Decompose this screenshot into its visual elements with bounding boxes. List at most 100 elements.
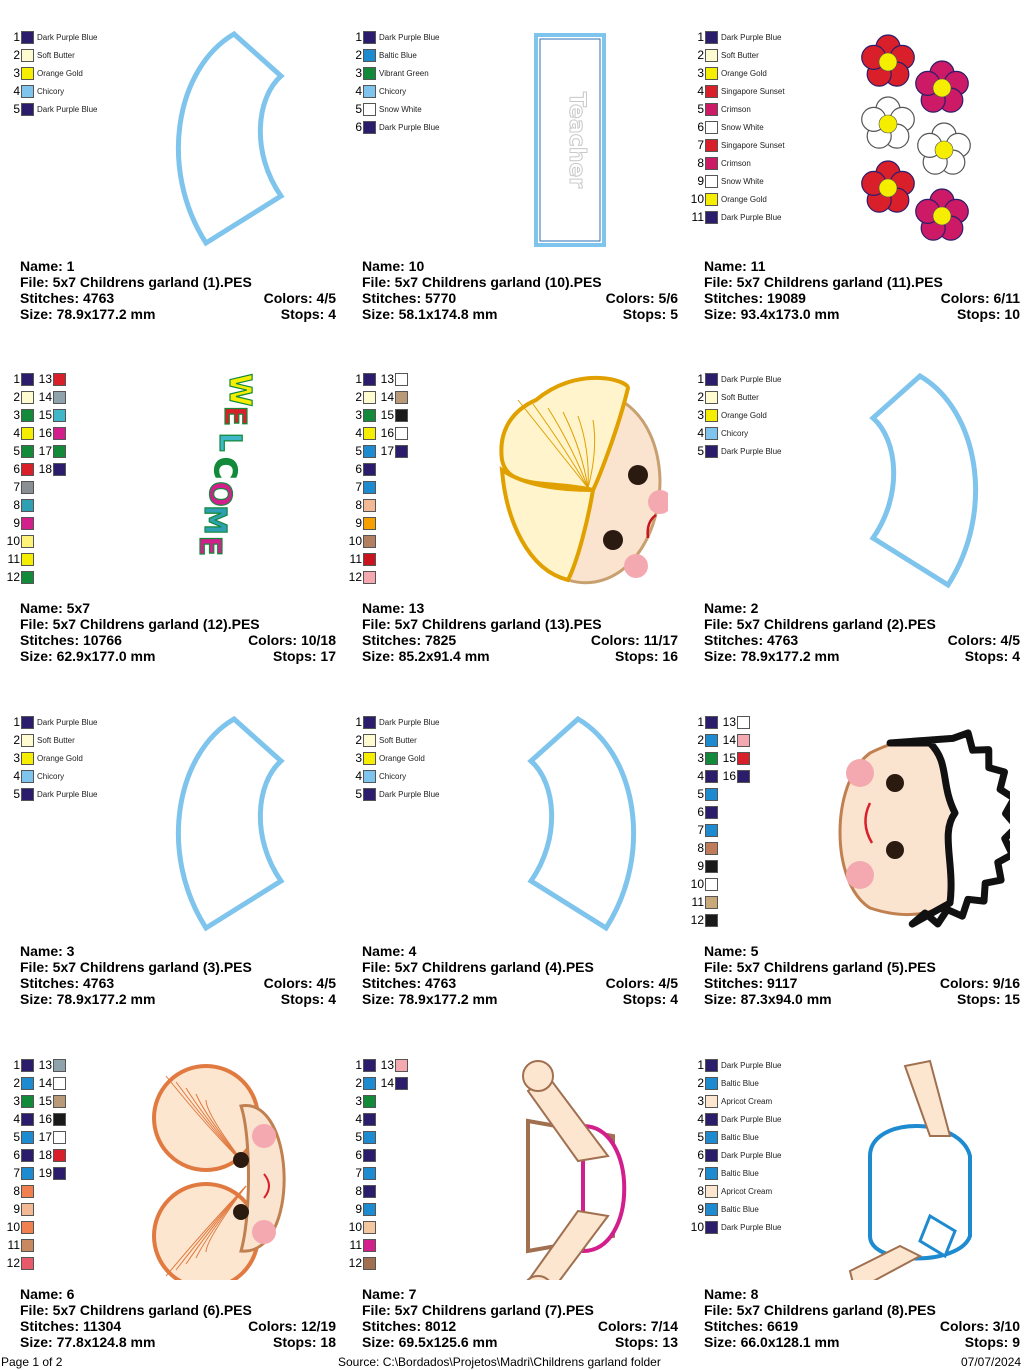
- stitch-count: Stitches: 4763: [362, 975, 457, 991]
- legend-row: 12: [6, 568, 146, 586]
- thread-swatch: [705, 1058, 718, 1072]
- design-preview: [175, 715, 285, 932]
- thread-swatch: [21, 1256, 34, 1270]
- legend-row: 7: [690, 821, 830, 839]
- legend-number: 7: [697, 1166, 704, 1180]
- legend-number: 12: [6, 1256, 20, 1270]
- thread-swatch: [705, 769, 718, 783]
- legend-number: 15: [380, 408, 394, 422]
- thread-name: Dark Purple Blue: [721, 32, 782, 42]
- thread-name: Baltic Blue: [721, 1132, 759, 1142]
- thread-name: Dark Purple Blue: [37, 717, 98, 727]
- legend-row: 11: [6, 550, 146, 568]
- thread-swatch: [705, 1094, 718, 1108]
- thread-swatch: [737, 751, 750, 765]
- legend-number: 3: [355, 1094, 362, 1108]
- thread-swatch: [363, 426, 376, 440]
- legend-number: 2: [355, 48, 362, 62]
- design-file: File: 5x7 Childrens garland (5).PES: [704, 959, 936, 975]
- thread-swatch: [395, 372, 408, 386]
- design-file: File: 5x7 Childrens garland (1).PES: [20, 274, 252, 290]
- thread-swatch: [705, 1166, 718, 1180]
- color-count: Colors: 11/17: [590, 632, 678, 648]
- flower: [861, 160, 915, 213]
- thread-swatch: [363, 48, 376, 62]
- thread-swatch: [737, 769, 750, 783]
- design-size: Size: 87.3x94.0 mm: [704, 991, 832, 1007]
- thread-name: Soft Butter: [37, 735, 75, 745]
- design-name: Name: 10: [362, 258, 425, 274]
- legend-number: 17: [38, 1130, 52, 1144]
- design-preview: Teacher: [534, 33, 606, 247]
- thread-swatch: [705, 1184, 718, 1198]
- legend-number: 3: [697, 1094, 704, 1108]
- design-size: Size: 69.5x125.6 mm: [362, 1334, 498, 1350]
- legend-number: 2: [13, 390, 20, 404]
- design-preview: [522, 1060, 627, 1280]
- legend-number: 1: [697, 30, 704, 44]
- legend-number: 14: [722, 733, 736, 747]
- design-size: Size: 93.4x173.0 mm: [704, 306, 840, 322]
- design-file: File: 5x7 Childrens garland (2).PES: [704, 616, 936, 632]
- thread-swatch: [21, 30, 34, 44]
- legend-number: 16: [38, 1112, 52, 1126]
- thread-swatch: [705, 895, 718, 909]
- thread-swatch: [363, 1184, 376, 1198]
- legend-number: 8: [697, 841, 704, 855]
- legend-number: 3: [13, 751, 20, 765]
- thread-swatch: [705, 877, 718, 891]
- legend-row: 11: [6, 1236, 146, 1254]
- legend-row: 11: [348, 1236, 488, 1254]
- thread-swatch: [53, 390, 66, 404]
- legend-number: 10: [6, 534, 20, 548]
- thread-name: Apricot Cream: [721, 1186, 773, 1196]
- thread-swatch: [395, 390, 408, 404]
- thread-swatch: [705, 30, 718, 44]
- thread-name: Soft Butter: [721, 392, 759, 402]
- thread-name: Chicory: [379, 771, 407, 781]
- legend-number: 1: [13, 1058, 20, 1072]
- thread-name: Baltic Blue: [721, 1078, 759, 1088]
- flower: [861, 96, 915, 149]
- thread-swatch: [363, 1256, 376, 1270]
- thread-swatch: [21, 552, 34, 566]
- design-size: Size: 78.9x177.2 mm: [704, 648, 840, 664]
- legend-number: 13: [722, 715, 736, 729]
- stop-count: Stops: 4: [280, 991, 336, 1007]
- thread-name: Snow White: [379, 104, 422, 114]
- stitch-count: Stitches: 5770: [362, 290, 457, 306]
- stop-count: Stops: 13: [614, 1334, 678, 1350]
- design-file: File: 5x7 Childrens garland (6).PES: [20, 1302, 252, 1318]
- source-path: Source: C:\Bordados\Projetos\Madri\Child…: [338, 1355, 661, 1369]
- thread-swatch: [53, 372, 66, 386]
- thread-swatch: [705, 138, 718, 152]
- legend-number: 1: [355, 30, 362, 44]
- legend-row: 9: [348, 514, 488, 532]
- design-file: File: 5x7 Childrens garland (12).PES: [20, 616, 260, 632]
- legend-number: 14: [38, 390, 52, 404]
- thread-swatch: [363, 787, 376, 801]
- legend-number: 8: [355, 498, 362, 512]
- thread-swatch: [363, 480, 376, 494]
